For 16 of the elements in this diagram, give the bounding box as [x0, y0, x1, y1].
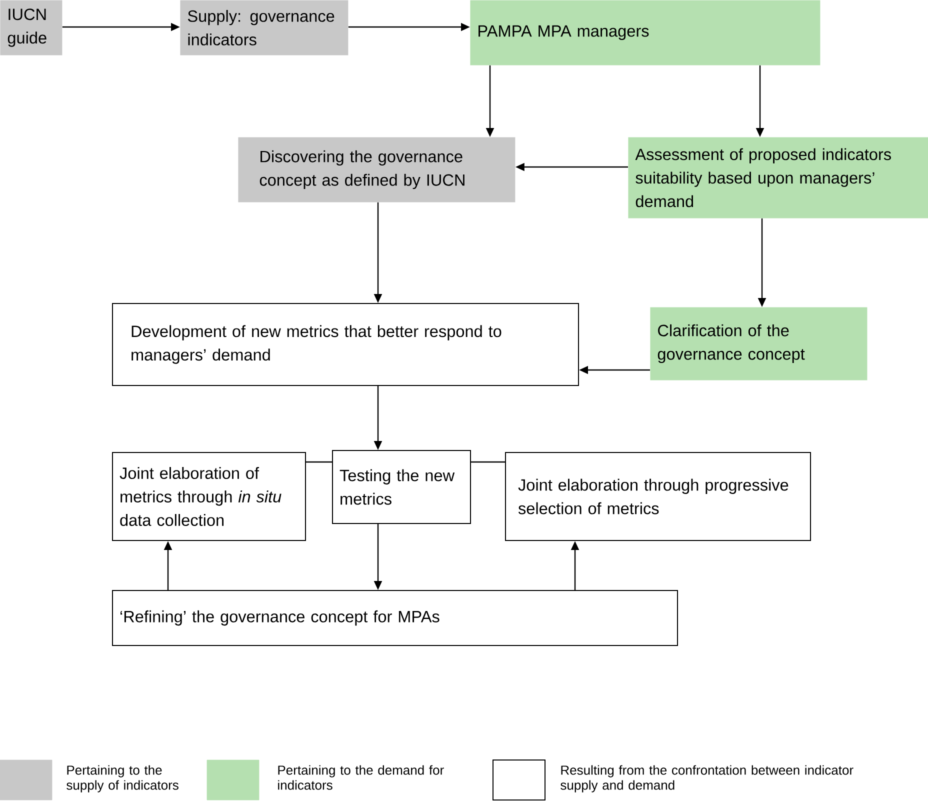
connector-line — [471, 461, 505, 463]
demand-box: Clarification of the governance concept — [650, 307, 868, 380]
result-box: Testing the new metrics — [332, 450, 471, 524]
legend-text: Resulting from the confrontation between indicator supply and demand — [560, 765, 854, 792]
supply-box: IUCN guide — [0, 0, 62, 56]
connector-line — [306, 461, 332, 463]
supply-box: Discovering the governance concept as defined by IUCN — [238, 137, 516, 202]
result-box: Joint elaboration of metrics through in situ data collection — [112, 452, 306, 541]
demand-box: PAMPA MPA managers — [470, 0, 820, 66]
legend-text: Pertaining to the demand for indicators — [278, 765, 444, 790]
result-box: Development of new metrics that better respond to managers’ demand — [112, 303, 579, 386]
legend-text: Pertaining to the supply of indicators — [66, 765, 178, 792]
demand-box: Assessment of proposed indicators suitability based upon managers’ demand — [628, 137, 928, 218]
result-box: ‘Refining’ the governance concept for MPAs — [112, 590, 678, 646]
supply-box: Supply: governance indicators — [180, 0, 348, 56]
result-box: Joint elaboration through progressive selection of metrics — [505, 452, 811, 541]
